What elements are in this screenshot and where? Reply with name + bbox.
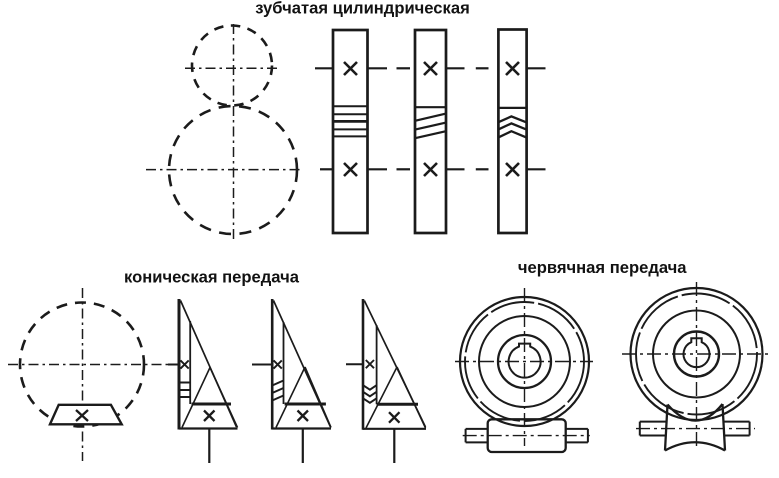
svg-text:зубчатая цилиндрическая: зубчатая цилиндрическая [255,0,470,17]
svg-text:червячная передача: червячная передача [518,258,687,277]
svg-text:коническая передача: коническая передача [124,268,300,287]
